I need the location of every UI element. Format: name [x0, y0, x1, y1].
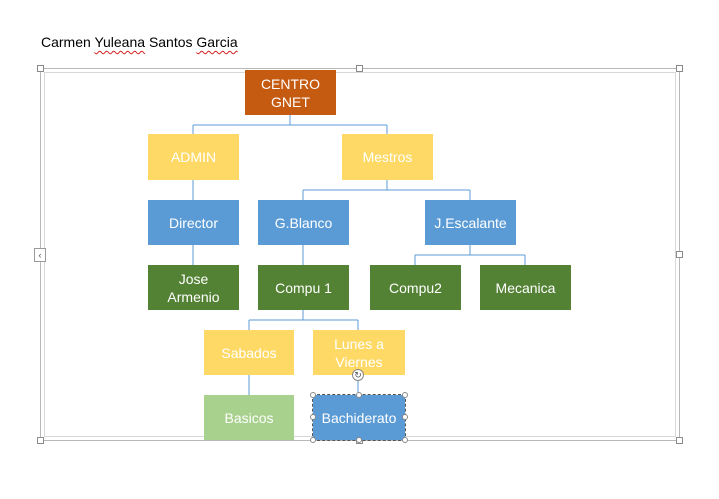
selection-handle-top-middle[interactable]	[356, 392, 362, 398]
selection-handle-bottom-middle[interactable]	[356, 437, 362, 443]
node-gblanco-label: G.Blanco	[274, 214, 333, 231]
selection-handle-bottom-left[interactable]	[310, 437, 316, 443]
node-compu1[interactable]: Compu 1	[258, 265, 349, 310]
node-director-label: Director	[168, 214, 218, 231]
selection-handle-top-right[interactable]	[402, 392, 408, 398]
connector-jescalante	[414, 245, 526, 265]
connector-mestros	[302, 180, 471, 200]
text-pane-toggle-icon[interactable]: ‹	[34, 248, 46, 262]
node-gblanco[interactable]: G.Blanco	[258, 200, 349, 245]
frame-handle-bottom-right[interactable]	[676, 437, 683, 444]
frame-handle-top-right[interactable]	[676, 65, 683, 72]
node-basicos[interactable]: Basicos	[204, 395, 294, 440]
node-jescalante-label: J.Escalante	[434, 214, 507, 231]
node-jose-label: Jose Armenio	[167, 270, 220, 305]
node-lunes-label: Lunes a Viernes	[334, 335, 384, 370]
node-compu1-label: Compu 1	[275, 279, 332, 296]
node-jescalante[interactable]: J.Escalante	[425, 200, 516, 245]
node-root[interactable]: CENTRO GNET	[245, 70, 336, 115]
node-root-label: CENTRO GNET	[260, 75, 321, 110]
connector-compu1	[248, 310, 359, 330]
selection-handle-middle-left[interactable]	[310, 414, 316, 420]
node-lunes[interactable]: Lunes a Viernes	[313, 330, 405, 375]
node-sabados-label: Sabados	[221, 344, 277, 361]
frame-handle-top-left[interactable]	[37, 65, 44, 72]
node-bachiderato-label: Bachiderato	[321, 409, 397, 426]
node-mecanica-label: Mecanica	[495, 279, 556, 296]
node-mecanica[interactable]: Mecanica	[480, 265, 571, 310]
author-fourth: Garcia	[196, 34, 238, 50]
node-compu2-label: Compu2	[389, 279, 442, 296]
node-sabados[interactable]: Sabados	[204, 330, 294, 375]
node-compu2[interactable]: Compu2	[370, 265, 461, 310]
selection-handle-middle-right[interactable]	[402, 414, 408, 420]
author-name: Carmen Yuleana Santos Garcia	[41, 34, 238, 50]
rotate-handle-icon[interactable]: ↻	[352, 369, 364, 381]
node-admin-label: ADMIN	[170, 149, 217, 165]
node-jose[interactable]: Jose Armenio	[148, 265, 239, 310]
node-mestros[interactable]: Mestros	[342, 134, 433, 180]
node-admin[interactable]: ADMIN	[148, 134, 239, 180]
node-basicos-label: Basicos	[224, 409, 274, 426]
connector-root	[192, 115, 388, 134]
frame-handle-top-middle[interactable]	[356, 65, 363, 72]
selection-handle-top-left[interactable]	[310, 392, 316, 398]
node-bachiderato[interactable]: Bachiderato	[312, 394, 406, 441]
selection-handle-bottom-right[interactable]	[402, 437, 408, 443]
author-second: Yuleana	[94, 34, 146, 50]
frame-handle-middle-right[interactable]	[676, 251, 683, 258]
author-first: Carmen	[41, 34, 91, 50]
node-mestros-label: Mestros	[362, 149, 413, 165]
author-third: Santos	[148, 34, 193, 50]
frame-handle-bottom-left[interactable]	[37, 437, 44, 444]
node-director[interactable]: Director	[148, 200, 239, 245]
